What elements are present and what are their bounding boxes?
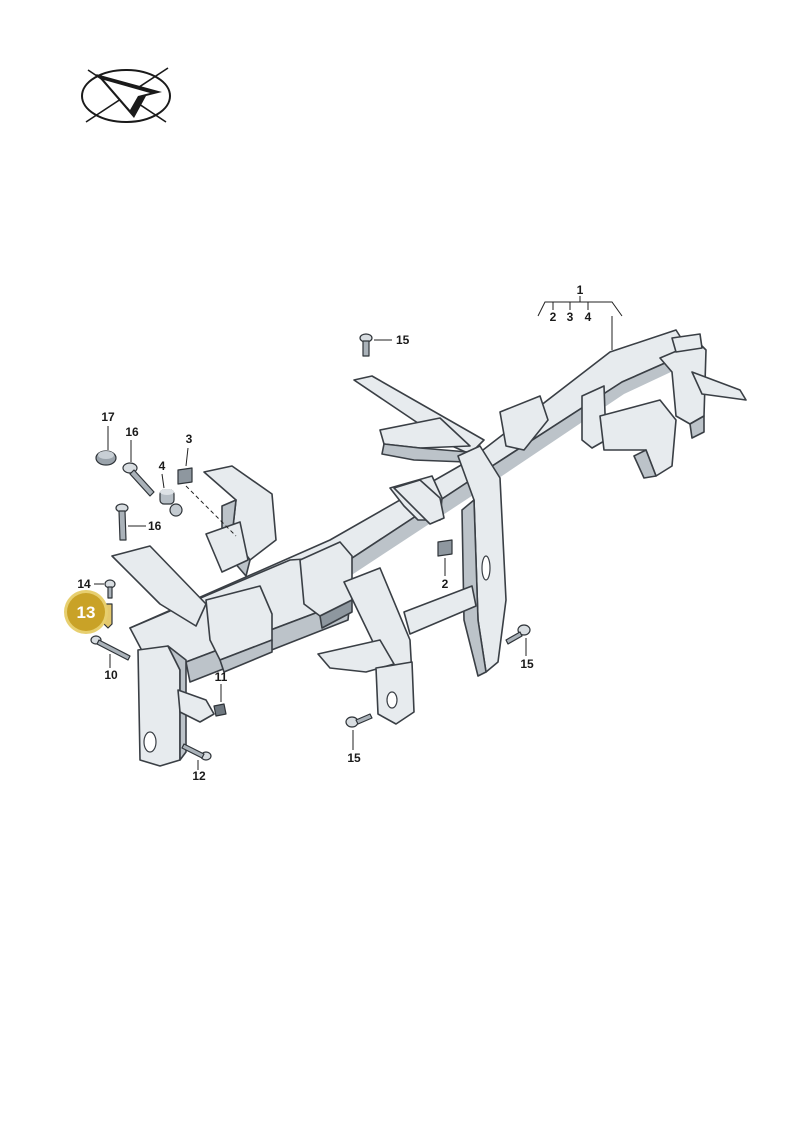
label-1[interactable]: 1: [577, 283, 584, 297]
label-4-upper[interactable]: 4: [159, 459, 166, 473]
label-10[interactable]: 10: [104, 668, 118, 682]
label-3-top[interactable]: 3: [567, 310, 574, 324]
part-16-bolt-upper: [122, 462, 155, 497]
part-12-bolt: [181, 743, 212, 761]
label-15-top[interactable]: 15: [396, 333, 410, 347]
leader-lines: [94, 296, 623, 770]
label-17[interactable]: 17: [101, 410, 115, 424]
label-4-top[interactable]: 4: [585, 310, 592, 324]
label-15-bottom[interactable]: 15: [347, 751, 361, 765]
part-4-bushing-upper: [159, 489, 175, 505]
label-2-top[interactable]: 2: [550, 310, 557, 324]
label-16-upper[interactable]: 16: [125, 425, 139, 439]
label-11[interactable]: 11: [215, 670, 228, 684]
part-2-clip-center: [437, 539, 453, 557]
label-13: 13: [77, 603, 96, 622]
paper-plane-logo-icon: [81, 67, 171, 123]
label-2-center[interactable]: 2: [442, 577, 449, 591]
label-14[interactable]: 14: [77, 577, 91, 591]
part-15-bolt-bottom: [345, 713, 373, 728]
part-labels: 1 2 3 4 15 17 16 3 4 16 2 14 15 10 11 15…: [77, 283, 591, 783]
part-15-bolt-top: [359, 333, 373, 357]
part-15-bolt-right: [505, 624, 531, 645]
part-4-bushing-lower: [169, 503, 183, 517]
label-12[interactable]: 12: [192, 769, 206, 783]
label-15-right[interactable]: 15: [520, 657, 534, 671]
part-11-nut: [213, 703, 227, 717]
part-10-bolt: [90, 635, 131, 661]
part-16-bolt-lower: [115, 503, 129, 541]
label-3-upper[interactable]: 3: [186, 432, 193, 446]
part-14-screw: [104, 579, 116, 599]
part-17-grommet: [95, 450, 117, 466]
highlighted-part-badge[interactable]: 13: [64, 590, 108, 634]
label-16-lower[interactable]: 16: [148, 519, 162, 533]
part-3-clip-upper: [177, 467, 193, 485]
crossmember-frame: [111, 329, 747, 767]
